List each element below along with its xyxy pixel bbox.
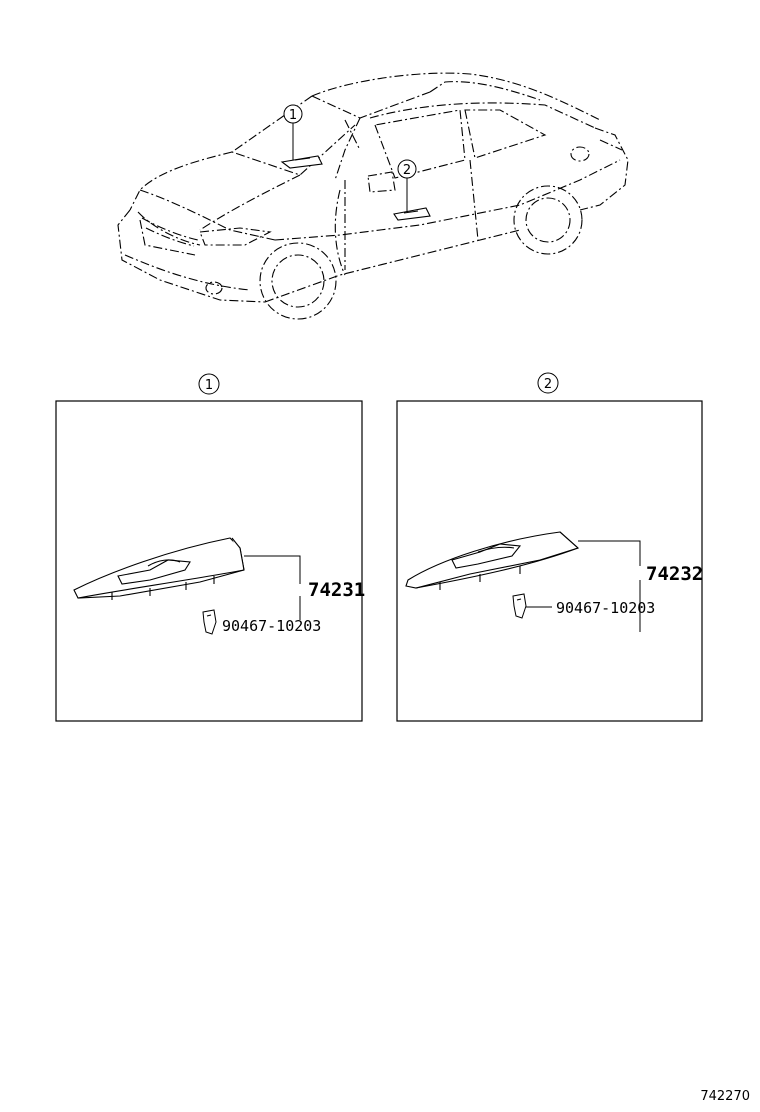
figure-code: 742270 (700, 1089, 750, 1104)
panel-1-leaders (244, 555, 301, 620)
switch-location-1 (280, 155, 323, 169)
clip-2-drawing (512, 593, 527, 619)
switch-panel-2-drawing (405, 531, 580, 590)
panel-2-leaders (526, 540, 641, 632)
switch-location-2 (393, 207, 431, 221)
part-number-74231: 74231 (308, 579, 365, 601)
part-number-clip-2: 90467-10203 (556, 599, 655, 617)
panel-2-callout: 2 (544, 377, 552, 392)
car-callout-2: 2 (397, 159, 417, 212)
panel-2: 2 74232 90467-10203 (396, 372, 703, 722)
car-callout-1: 1 (283, 104, 303, 160)
car-callout-2-label: 2 (403, 163, 411, 178)
panel-2-frame (396, 400, 703, 722)
car-illustration (117, 72, 629, 320)
panel-1-callout: 1 (205, 378, 213, 393)
car-callout-1-label: 1 (289, 108, 297, 123)
panel-1: 1 74231 90467-10203 (55, 373, 365, 722)
panel-1-frame (55, 400, 363, 722)
switch-panel-1-drawing (73, 537, 245, 600)
part-number-clip-1: 90467-10203 (222, 617, 321, 635)
part-number-74232: 74232 (646, 563, 703, 585)
clip-1-drawing (202, 609, 217, 635)
